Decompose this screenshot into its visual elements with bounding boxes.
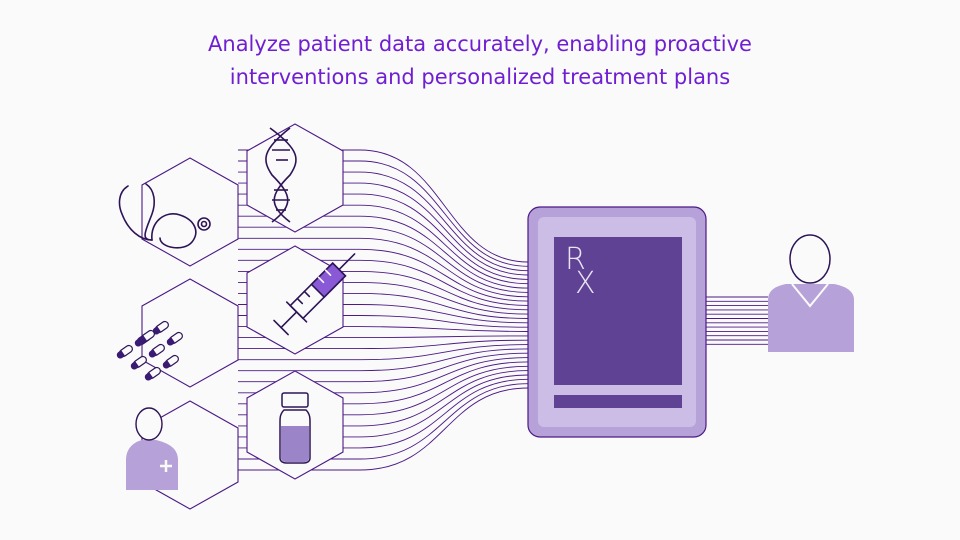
vial-icon (279, 392, 311, 464)
dna-icon (265, 127, 297, 223)
pill (162, 354, 179, 369)
flow-line (238, 348, 529, 372)
flow-line (238, 315, 529, 328)
flow-line (238, 339, 529, 350)
flow-line (238, 281, 529, 315)
flow-line (238, 365, 529, 416)
flow-line (238, 361, 529, 405)
flow-line (238, 326, 529, 332)
hexagon-pills (141, 278, 239, 388)
flow-line (238, 292, 529, 319)
flow-line (238, 270, 529, 311)
pill (130, 355, 147, 370)
data-flow-lines (238, 149, 768, 471)
flow-line (238, 370, 529, 427)
hexagon-stethoscope (141, 157, 239, 267)
syringe-icon (273, 253, 356, 336)
flow-line (238, 259, 529, 306)
flow-line (238, 357, 529, 394)
flow-line (238, 378, 529, 449)
flow-line (238, 215, 529, 289)
flow-line (238, 226, 529, 293)
rx-letter-x: X (575, 266, 596, 301)
headline-line-1: Analyze patient data accurately, enablin… (208, 32, 752, 56)
flow-line (238, 344, 529, 361)
pill (166, 331, 183, 346)
flow-line (238, 248, 529, 302)
flow-line (238, 182, 529, 276)
flow-line (238, 383, 529, 460)
pill (144, 366, 161, 381)
doctor-icon (126, 407, 178, 490)
pill (148, 343, 165, 358)
flow-line (238, 352, 529, 383)
flow-line (238, 204, 529, 285)
flow-line (238, 374, 529, 438)
patient-avatar-icon (768, 234, 854, 352)
rx-letter-r: R (565, 242, 586, 277)
prescription-tablet-icon (527, 206, 707, 438)
pill (152, 320, 169, 335)
headline-line-2: interventions and personalized treatment… (229, 65, 731, 89)
flow-line (238, 387, 529, 471)
flow-line (238, 149, 529, 263)
flow-line (238, 171, 529, 272)
stethoscope-icon (118, 183, 211, 249)
flow-line (238, 160, 529, 267)
flow-line (238, 335, 529, 339)
flow-line (238, 193, 529, 280)
hexagon-dna (246, 123, 344, 233)
flow-line (238, 237, 529, 298)
pill (138, 329, 155, 344)
headline: Analyze patient data accurately, enablin… (0, 28, 960, 94)
pill (116, 344, 133, 359)
pills-icon (116, 320, 183, 381)
flow-line (238, 304, 529, 324)
